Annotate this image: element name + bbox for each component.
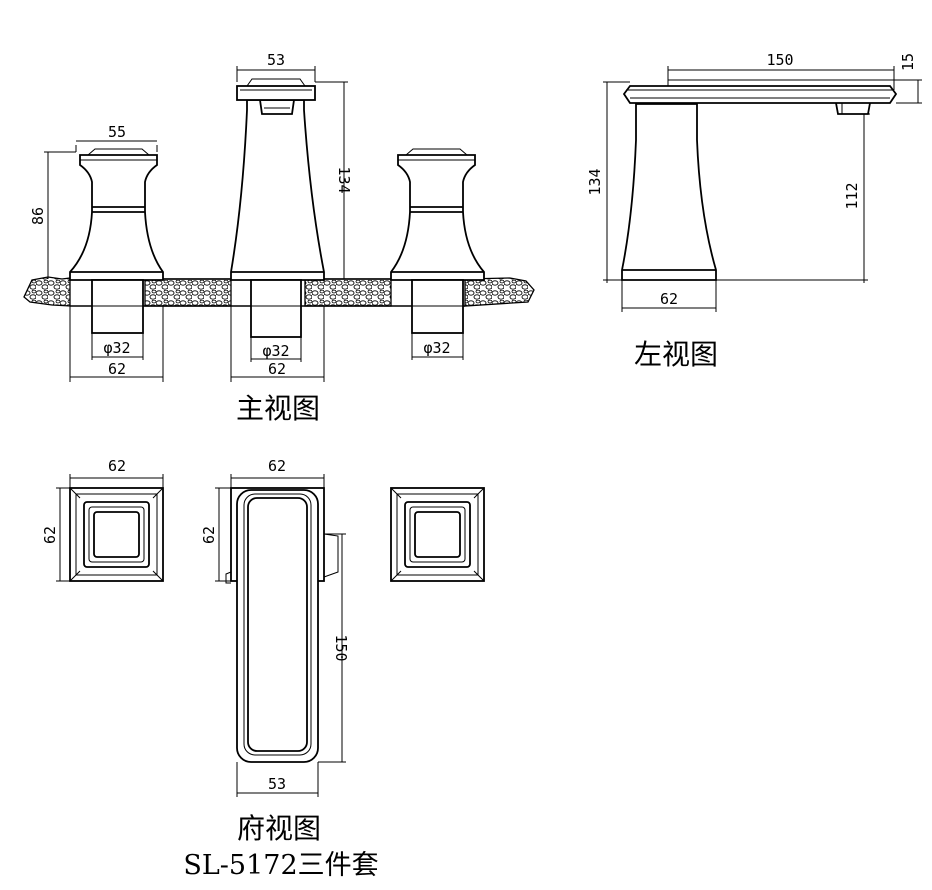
left-handle-front — [69, 148, 164, 334]
dim-side-thickness: 15 — [899, 53, 917, 71]
dim-side-length: 150 — [766, 51, 793, 69]
dim-top-spout-width: 62 — [268, 457, 286, 475]
dim-handle-width: 55 — [108, 123, 126, 141]
side-dimensions: 150 15 134 112 62 — [586, 51, 922, 312]
side-view-caption: 左视图 — [634, 338, 718, 371]
dim-top-handle-width: 62 — [108, 457, 126, 475]
dim-pipe-center: φ32 — [262, 342, 289, 360]
spout-front — [230, 78, 325, 338]
top-view: 62 62 62 62 150 53 府 — [41, 457, 485, 845]
dim-top-spout-length: 150 — [332, 634, 350, 661]
dim-top-spout-depth: 62 — [200, 526, 218, 544]
dim-side-height: 134 — [586, 168, 604, 195]
dim-top-tip-width: 53 — [268, 775, 286, 793]
top-dimensions: 62 62 62 62 150 53 — [41, 457, 350, 797]
product-model: SL-5172三件套 — [183, 850, 378, 881]
spout-top — [225, 487, 339, 763]
dim-base-left: 62 — [108, 360, 126, 378]
top-view-caption: 府视图 — [237, 812, 321, 845]
dim-side-outlet: 112 — [843, 182, 861, 209]
right-handle-front — [390, 148, 485, 334]
dim-base-center: 62 — [268, 360, 286, 378]
dim-handle-height: 86 — [29, 207, 47, 225]
front-view-caption: 主视图 — [236, 392, 320, 425]
dim-top-handle-depth: 62 — [41, 526, 59, 544]
side-view: 150 15 134 112 62 左视图 — [586, 51, 922, 371]
front-dimensions: 55 53 86 134 62 62 — [29, 51, 464, 382]
countertop-section — [23, 276, 535, 307]
left-handle-top — [69, 487, 164, 582]
front-view: 55 53 86 134 62 62 — [23, 51, 535, 425]
dim-pipe-right: φ32 — [423, 339, 450, 357]
dim-pipe-left: φ32 — [103, 339, 130, 357]
dim-side-base: 62 — [660, 290, 678, 308]
dim-spout-height: 134 — [335, 166, 353, 193]
right-handle-top — [390, 487, 485, 582]
dim-spout-width: 53 — [267, 51, 285, 69]
